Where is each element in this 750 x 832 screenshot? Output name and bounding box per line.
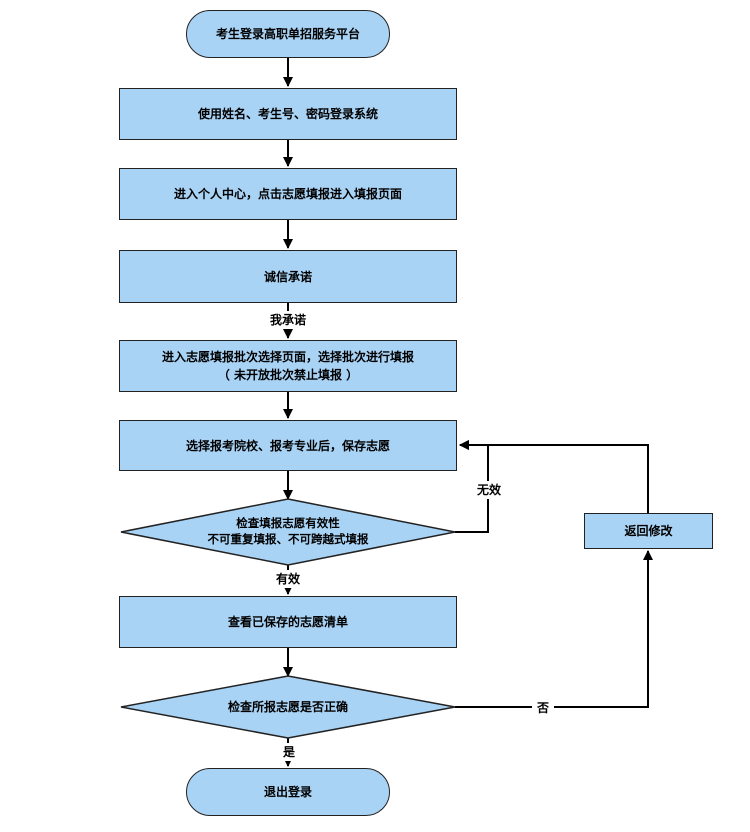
- end-node: 退出登录: [186, 768, 390, 816]
- check-validity-line2: 不可重复填报、不可跨越式填报: [207, 532, 369, 546]
- check-validity-diamond: [120, 498, 456, 566]
- batch-select-step: 进入志愿填报批次选择页面，选择批次进行填报 （ 未开放批次禁止填报 ）: [119, 340, 457, 392]
- start-node: 考生登录高职单招服务平台: [186, 10, 390, 58]
- valid-edge-label: 有效: [270, 570, 306, 588]
- arrow-modify-to-choose: [459, 440, 649, 513]
- view-list-step: 查看已保存的志愿清单: [119, 596, 457, 648]
- yes-edge-label: 是: [278, 743, 300, 761]
- integrity-promise-step: 诚信承诺: [119, 250, 457, 303]
- check-validity-text: 检查填报志愿有效性 不可重复填报、不可跨越式填报: [160, 514, 416, 550]
- promise-edge-label: 我承诺: [262, 311, 314, 329]
- arrow-verify-no-to-modify: [455, 550, 653, 708]
- verify-correct-text: 检查所报志愿是否正确: [227, 700, 348, 714]
- verify-correct-diamond: [120, 675, 456, 739]
- personal-center-step: 进入个人中心，点击志愿填报进入填报页面: [119, 168, 457, 220]
- invalid-edge-label: 无效: [471, 481, 507, 499]
- batch-select-line2: （ 未开放批次禁止填报 ）: [217, 368, 359, 382]
- login-step: 使用姓名、考生号、密码登录系统: [119, 88, 457, 140]
- choose-school-step: 选择报考院校、报考专业后，保存志愿: [119, 420, 457, 471]
- check-validity-line1: 检查填报志愿有效性: [236, 516, 340, 531]
- no-edge-label: 否: [532, 699, 554, 717]
- return-modify-step: 返回修改: [584, 513, 713, 549]
- batch-select-line1: 进入志愿填报批次选择页面，选择批次进行填报: [161, 350, 414, 364]
